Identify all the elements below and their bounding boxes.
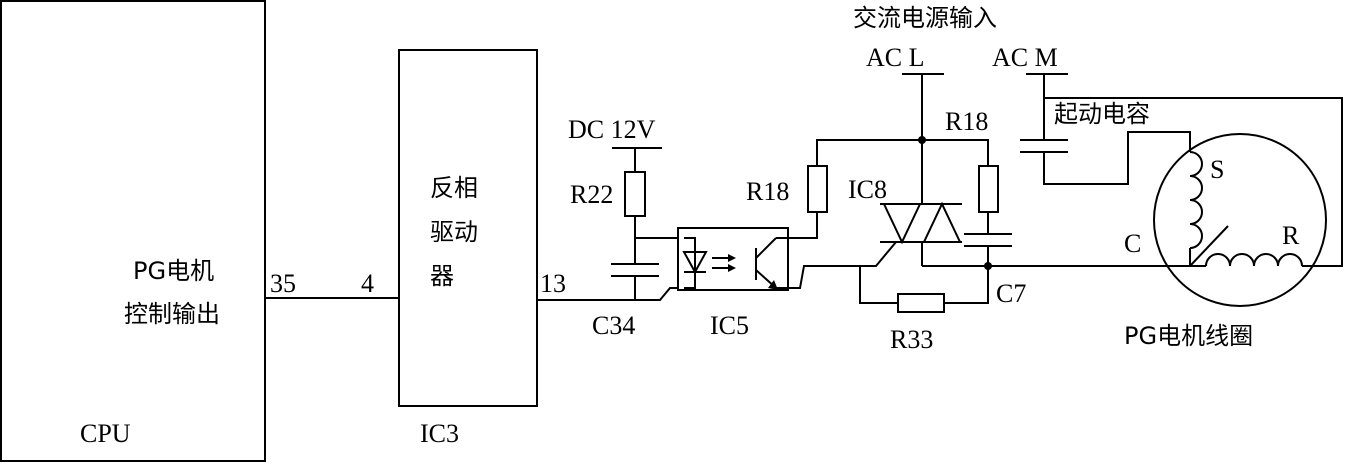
ac-m-label: AC M xyxy=(992,43,1058,72)
phototransistor-collector xyxy=(755,237,777,259)
emitter-arrow xyxy=(768,280,778,290)
resistor-r33 xyxy=(897,293,945,313)
ac-m-to-r-wire xyxy=(1044,97,1343,267)
coil-r xyxy=(1205,253,1303,267)
ic3-text-line1: 反相 xyxy=(430,174,478,202)
ic3-block: 反相 驱动 器 xyxy=(398,49,538,407)
ic3-pin-4: 4 xyxy=(361,269,374,298)
cpu-box xyxy=(0,0,266,462)
motor-circle xyxy=(1153,133,1327,307)
light-arrow-head-2 xyxy=(728,264,736,272)
motor-r-label: R xyxy=(1282,221,1300,250)
dc-12v-label: DC 12V xyxy=(568,115,656,144)
resistor-r18-right xyxy=(978,165,999,213)
triac-triangle-up xyxy=(922,201,962,243)
r18-left-label: R18 xyxy=(746,177,789,206)
r18-top-wire xyxy=(816,139,989,166)
triac-ic8 xyxy=(860,201,962,267)
cpu-label: CPU xyxy=(80,419,131,448)
ic3-text-line2: 驱动 xyxy=(430,218,478,246)
common-lead xyxy=(1189,225,1229,267)
ic3-box xyxy=(398,49,538,407)
resistor-r22 xyxy=(624,171,646,217)
ic5-label: IC5 xyxy=(710,311,749,340)
triac-triangle-down xyxy=(882,203,922,245)
opto-to-gate-wire xyxy=(788,265,860,289)
light-arrow-head-1 xyxy=(728,254,736,262)
optocoupler-ic5 xyxy=(677,227,789,291)
cpu-output-label-line1: PG电机 xyxy=(133,257,214,285)
ac-input-title: 交流电源输入 xyxy=(853,4,997,32)
pg-motor xyxy=(1153,133,1327,307)
cpu-output-label-line2: 控制输出 xyxy=(124,300,220,328)
snubber-junction-node xyxy=(984,262,992,270)
ic8-label: IC8 xyxy=(848,175,887,204)
r33-label: R33 xyxy=(890,325,933,354)
opto-to-r18-wire xyxy=(788,212,818,239)
start-capacitor-to-s-wire xyxy=(1043,131,1191,185)
resistor-r18-left xyxy=(807,165,828,213)
r33-right-wire xyxy=(944,266,989,304)
ac-l-label: AC L xyxy=(866,43,925,72)
triac-gate xyxy=(860,241,897,267)
r18-right-label: R18 xyxy=(945,107,988,136)
ic3-pin-13: 13 xyxy=(540,269,566,298)
motor-s-label: S xyxy=(1210,155,1224,184)
ic3-label: IC3 xyxy=(420,419,459,448)
ic3-text-line3: 器 xyxy=(430,262,454,290)
c7-label: C7 xyxy=(996,279,1026,308)
led-triangle xyxy=(682,251,708,275)
r22-label: R22 xyxy=(570,180,613,209)
r33-left-wire xyxy=(859,266,898,304)
motor-c-label: C xyxy=(1124,229,1141,258)
motor-coil-label: PG电机线圈 xyxy=(1124,322,1253,350)
c34-label: C34 xyxy=(592,311,635,340)
start-capacitor-label: 起动电容 xyxy=(1054,100,1150,128)
coil-s xyxy=(1189,151,1203,249)
led-leads xyxy=(684,237,696,289)
cpu-pin-35: 35 xyxy=(270,269,296,298)
cpu-block: PG电机 控制输出 CPU xyxy=(0,0,266,462)
